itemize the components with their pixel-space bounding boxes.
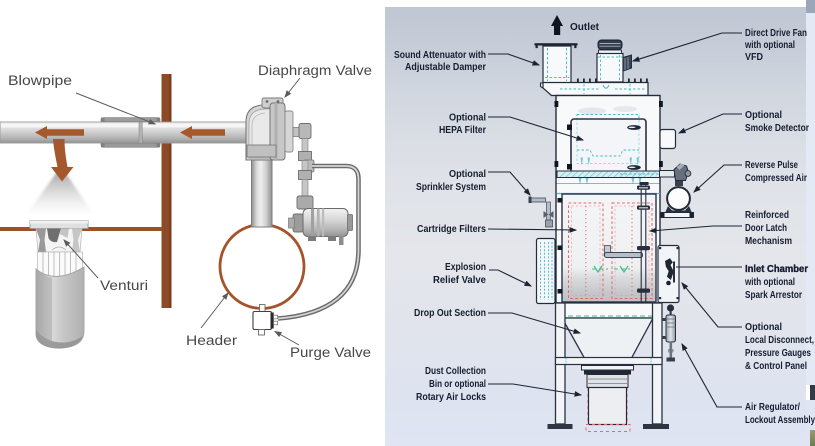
svg-text:Outlet: Outlet (570, 22, 600, 33)
svg-text:Reinforced: Reinforced (745, 210, 789, 221)
svg-text:& Control Panel: & Control Panel (745, 361, 807, 372)
svg-text:Purge Valve: Purge Valve (290, 345, 371, 360)
svg-text:Local Disconnect,: Local Disconnect, (745, 335, 814, 346)
svg-text:Sound Attenuator with: Sound Attenuator with (394, 50, 486, 61)
svg-text:Sprinkler System: Sprinkler System (416, 182, 486, 193)
svg-text:Optional: Optional (449, 169, 486, 180)
svg-text:Mechanism: Mechanism (745, 236, 792, 247)
svg-text:HEPA Filter: HEPA Filter (439, 125, 486, 136)
svg-text:Inlet Chamber: Inlet Chamber (745, 264, 808, 275)
svg-text:Spark Arrestor: Spark Arrestor (745, 290, 802, 301)
svg-text:Air Regulator/: Air Regulator/ (745, 402, 800, 413)
svg-text:Smoke Detector: Smoke Detector (745, 123, 809, 134)
svg-text:Door Latch: Door Latch (745, 223, 787, 234)
svg-text:VFD: VFD (745, 52, 763, 63)
svg-text:with optional: with optional (744, 277, 795, 288)
svg-text:Optional: Optional (745, 322, 782, 333)
svg-text:Optional: Optional (745, 110, 782, 121)
svg-text:Adjustable Damper: Adjustable Damper (405, 62, 486, 73)
svg-text:Rotary Air Locks: Rotary Air Locks (416, 392, 486, 403)
svg-text:Pressure Gauges: Pressure Gauges (745, 348, 811, 359)
svg-text:Blowpipe: Blowpipe (8, 73, 72, 88)
svg-text:Optional: Optional (449, 113, 486, 124)
svg-text:Lockout Assembly: Lockout Assembly (745, 415, 815, 426)
svg-text:Explosion: Explosion (445, 262, 486, 273)
svg-text:Relief Valve: Relief Valve (433, 275, 486, 286)
svg-text:with optional: with optional (744, 40, 795, 51)
svg-text:Direct Drive Fan: Direct Drive Fan (745, 28, 807, 39)
svg-text:Dust Collection: Dust Collection (425, 366, 486, 377)
svg-text:Drop Out Section: Drop Out Section (414, 308, 486, 319)
svg-text:Compressed Air: Compressed Air (745, 173, 807, 184)
svg-text:Cartridge Filters: Cartridge Filters (417, 224, 486, 235)
svg-text:Reverse Pulse: Reverse Pulse (745, 160, 798, 171)
svg-text:Bin or optional: Bin or optional (429, 379, 486, 390)
svg-text:Header: Header (186, 333, 238, 348)
svg-text:Venturi: Venturi (100, 278, 148, 293)
svg-text:Diaphragm Valve: Diaphragm Valve (258, 63, 372, 78)
